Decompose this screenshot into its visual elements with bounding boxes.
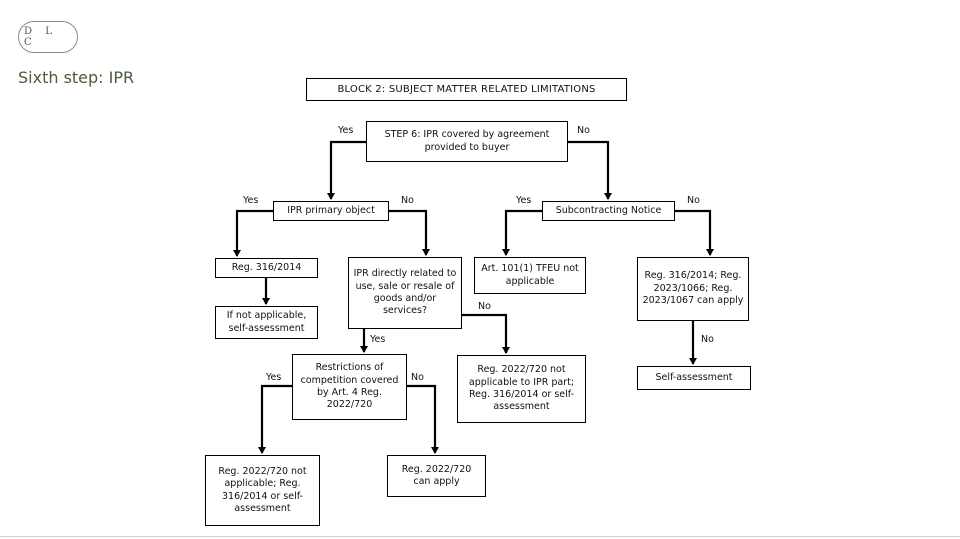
node-self-assessment: Self-assessment <box>637 366 751 390</box>
footer-divider <box>0 536 960 537</box>
connector-subcontracting-no <box>674 209 714 256</box>
node-ipr-directly: IPR directly related to use, sale or res… <box>348 257 462 329</box>
connector-restrictions-no <box>407 384 439 454</box>
label-step6-no: No <box>577 125 590 136</box>
label-subcontracting-yes: Yes <box>516 195 532 206</box>
node-reg316-2023: Reg. 316/2014; Reg. 2023/1066; Reg. 2023… <box>637 257 749 321</box>
label-restrictions-no: No <box>411 372 424 383</box>
label-ipr-primary-no: No <box>401 195 414 206</box>
block-header: BLOCK 2: SUBJECT MATTER RELATED LIMITATI… <box>306 78 627 101</box>
connector-ipr-primary-no <box>388 209 430 256</box>
label-step6-yes: Yes <box>338 125 354 136</box>
label-restrictions-yes: Yes <box>266 372 282 383</box>
label-reg2023-no: No <box>701 334 714 345</box>
node-subcontracting: Subcontracting Notice <box>542 201 675 221</box>
node-if-not-applicable: If not applicable, self-assessment <box>215 306 318 339</box>
label-ipr-directly-no: No <box>478 301 491 312</box>
connector-restrictions-yes <box>258 384 292 454</box>
connector-step6-yes <box>327 140 366 200</box>
node-step6: STEP 6: IPR covered by agreement provide… <box>366 121 568 162</box>
node-ipr-primary: IPR primary object <box>273 201 389 221</box>
connector-ipr-primary-yes <box>233 209 273 257</box>
logo: D L C <box>18 21 78 53</box>
label-ipr-directly-yes: Yes <box>370 334 386 345</box>
connector-subcontracting-yes <box>502 209 542 256</box>
label-subcontracting-no: No <box>687 195 700 206</box>
node-restrictions: Restrictions of competition covered by A… <box>292 354 407 420</box>
label-ipr-primary-yes: Yes <box>243 195 259 206</box>
connector-ipr-directly-no <box>462 313 510 354</box>
slide-title: Sixth step: IPR <box>18 68 135 87</box>
node-reg2022-can-apply: Reg. 2022/720 can apply <box>387 455 486 497</box>
node-reg2022-not-applicable: Reg. 2022/720 not applicable; Reg. 316/2… <box>205 455 320 526</box>
node-reg316: Reg. 316/2014 <box>215 258 318 278</box>
node-art101: Art. 101(1) TFEU not applicable <box>474 257 586 294</box>
connector-step6-no <box>567 140 612 200</box>
node-reg2022-not-ipr: Reg. 2022/720 not applicable to IPR part… <box>457 355 586 423</box>
